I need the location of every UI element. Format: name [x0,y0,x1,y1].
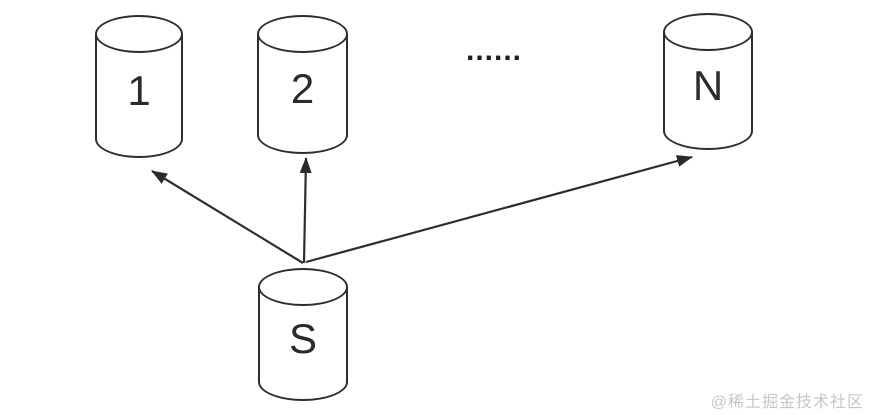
arrow-s-to-n [305,155,693,264]
arrow-s-to-1 [151,170,304,264]
node-label-2: 2 [290,64,315,112]
cylinder-body [258,287,348,401]
ellipsis-dots: ...... [466,34,523,67]
node-label-1: 1 [127,66,151,114]
node-source-s: S [258,268,348,401]
node-db-2: 2 [257,15,348,154]
cylinder-body [663,32,753,150]
node-db-1: 1 [95,15,183,158]
cylinder-top-ellipse [258,268,348,306]
cylinder-body [95,34,183,158]
cylinder-top-ellipse [95,15,183,53]
node-db-n: N [663,13,753,150]
node-label-s: S [288,314,317,362]
node-label-n: N [692,61,724,109]
arrow-s-to-2 [299,157,312,264]
cylinder-top-ellipse [257,15,348,53]
cylinder-top-ellipse [663,13,753,51]
watermark-text: @稀土掘金技术社区 [710,394,864,411]
cylinder-body [257,34,348,154]
